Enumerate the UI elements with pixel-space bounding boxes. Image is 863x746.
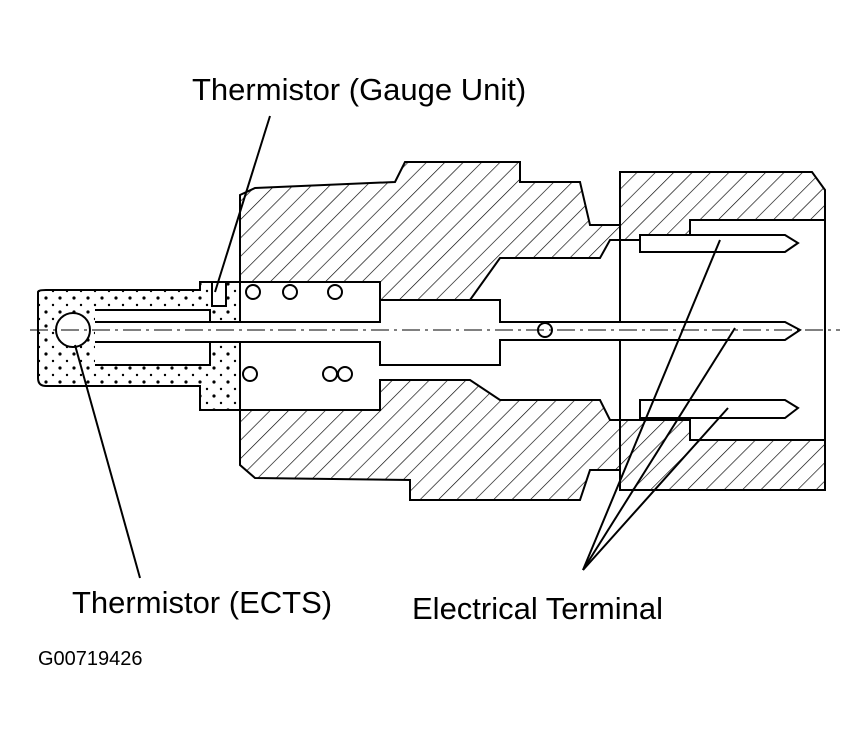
lower-pin: [639, 399, 800, 419]
leader-terminal-top: [582, 239, 721, 571]
label-thermistor-gauge-unit: Thermistor (Gauge Unit): [192, 72, 527, 107]
spring-lower: [242, 366, 353, 382]
gauge-thermistor-element: [211, 281, 227, 307]
label-electrical-terminal: Electrical Terminal: [412, 591, 663, 626]
body-upper: [239, 161, 826, 301]
label-thermistor-ects: Thermistor (ECTS): [72, 585, 333, 620]
leader-terminal-mid: [582, 327, 736, 571]
figure-id: G00719426: [38, 648, 143, 670]
leader-ects-thermistor: [74, 344, 141, 579]
spring-upper: [245, 284, 343, 300]
body-lower: [239, 379, 826, 501]
leader-terminal-low: [582, 407, 729, 571]
leader-gauge-thermistor: [214, 115, 271, 293]
